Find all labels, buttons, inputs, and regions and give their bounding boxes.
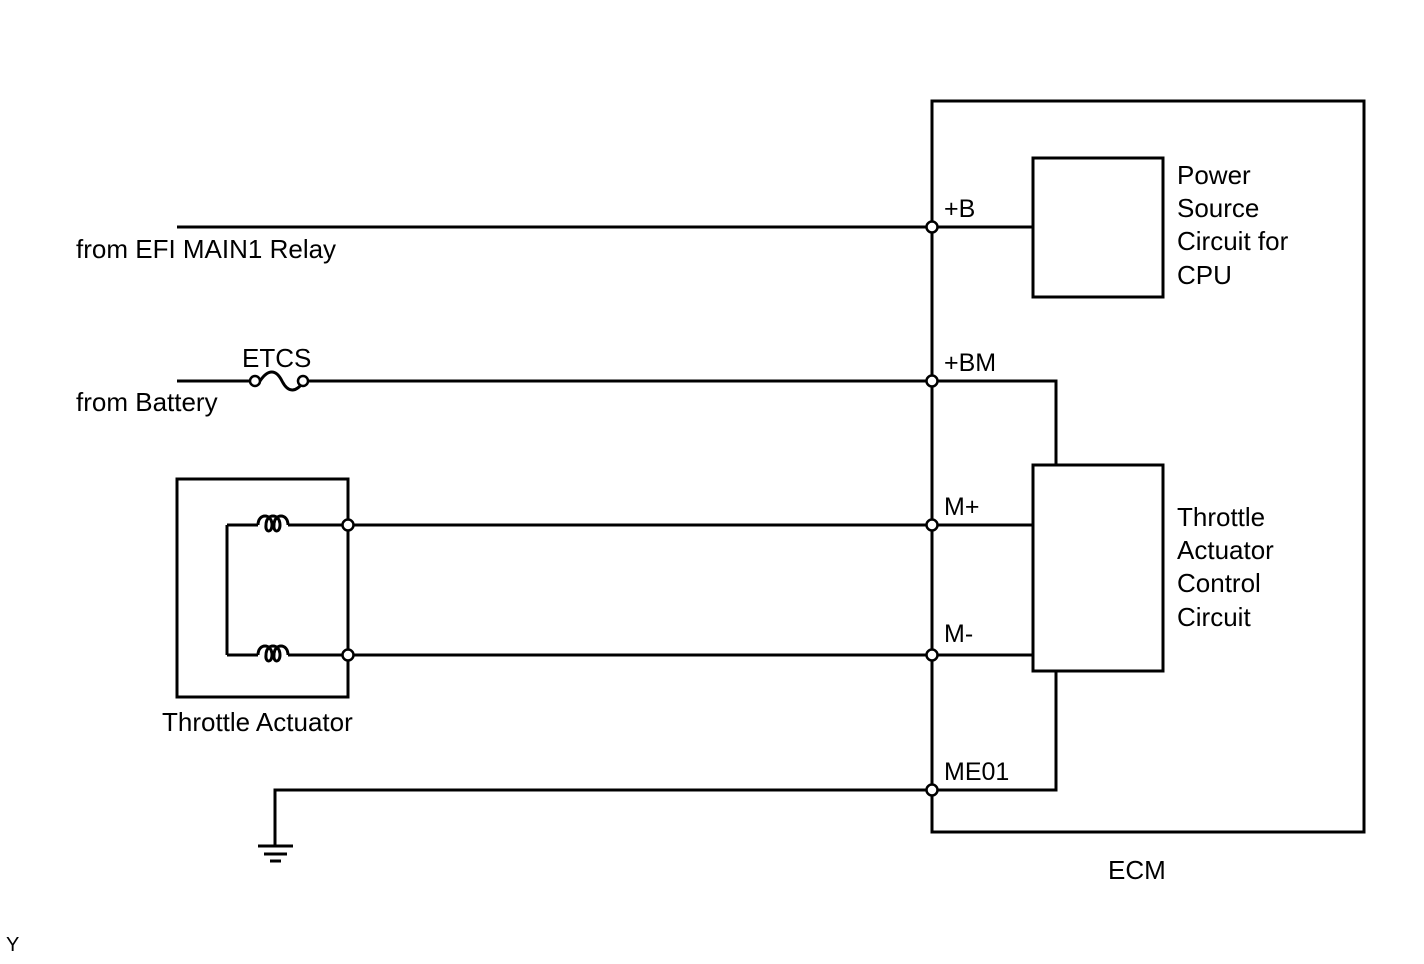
pin-bm-label: +BM [944,349,996,377]
terminal-bm [925,374,939,388]
power-source-line-4: CPU [1177,260,1232,290]
pin-me01-label: ME01 [944,758,1009,786]
pin-b-label: +B [944,195,975,223]
efi-relay-label: from EFI MAIN1 Relay [76,234,336,264]
power-source-circuit-label: Power Source Circuit for CPU [1177,160,1295,290]
coil-top-icon [256,514,290,533]
wire-me01-ground [273,788,927,846]
throttle-control-circuit-box [1031,463,1165,673]
throttle-actuator-box [175,477,350,699]
fuse-terminal-left [248,374,262,388]
ground-icon [258,844,293,863]
power-source-line-2: Source [1177,193,1259,223]
power-source-circuit-box [1031,156,1165,299]
fuse-terminal-right [296,374,310,388]
battery-label: from Battery [76,387,218,417]
throttle-control-circuit-label: Throttle Actuator Control Circuit [1177,502,1281,632]
corner-mark: Y [6,934,19,956]
throttle-control-line-3: Control [1177,568,1261,598]
fuse-etcs-symbol [258,370,306,392]
terminal-m-plus [925,518,939,532]
throttle-control-line-2: Actuator [1177,535,1274,565]
ecm-label: ECM [1108,855,1166,885]
coil-bottom-icon [256,644,290,663]
fuse-etcs-label: ETCS [242,343,311,373]
throttle-control-line-1: Throttle [1177,502,1265,532]
wire-me01-internal [937,671,1058,792]
terminal-me01 [925,783,939,797]
throttle-actuator-label: Throttle Actuator [162,707,353,737]
pin-m-plus-label: M+ [944,493,979,521]
pin-m-minus-label: M- [944,620,973,648]
power-source-line-3: Circuit for [1177,226,1289,256]
ecm-box [930,99,1366,834]
actuator-terminal-top [341,518,355,532]
throttle-control-line-4: Circuit [1177,602,1251,632]
wire-bm-internal [937,379,1058,465]
terminal-m-minus [925,648,939,662]
actuator-terminal-bottom [341,648,355,662]
terminal-b [925,220,939,234]
power-source-line-1: Power [1177,160,1251,190]
